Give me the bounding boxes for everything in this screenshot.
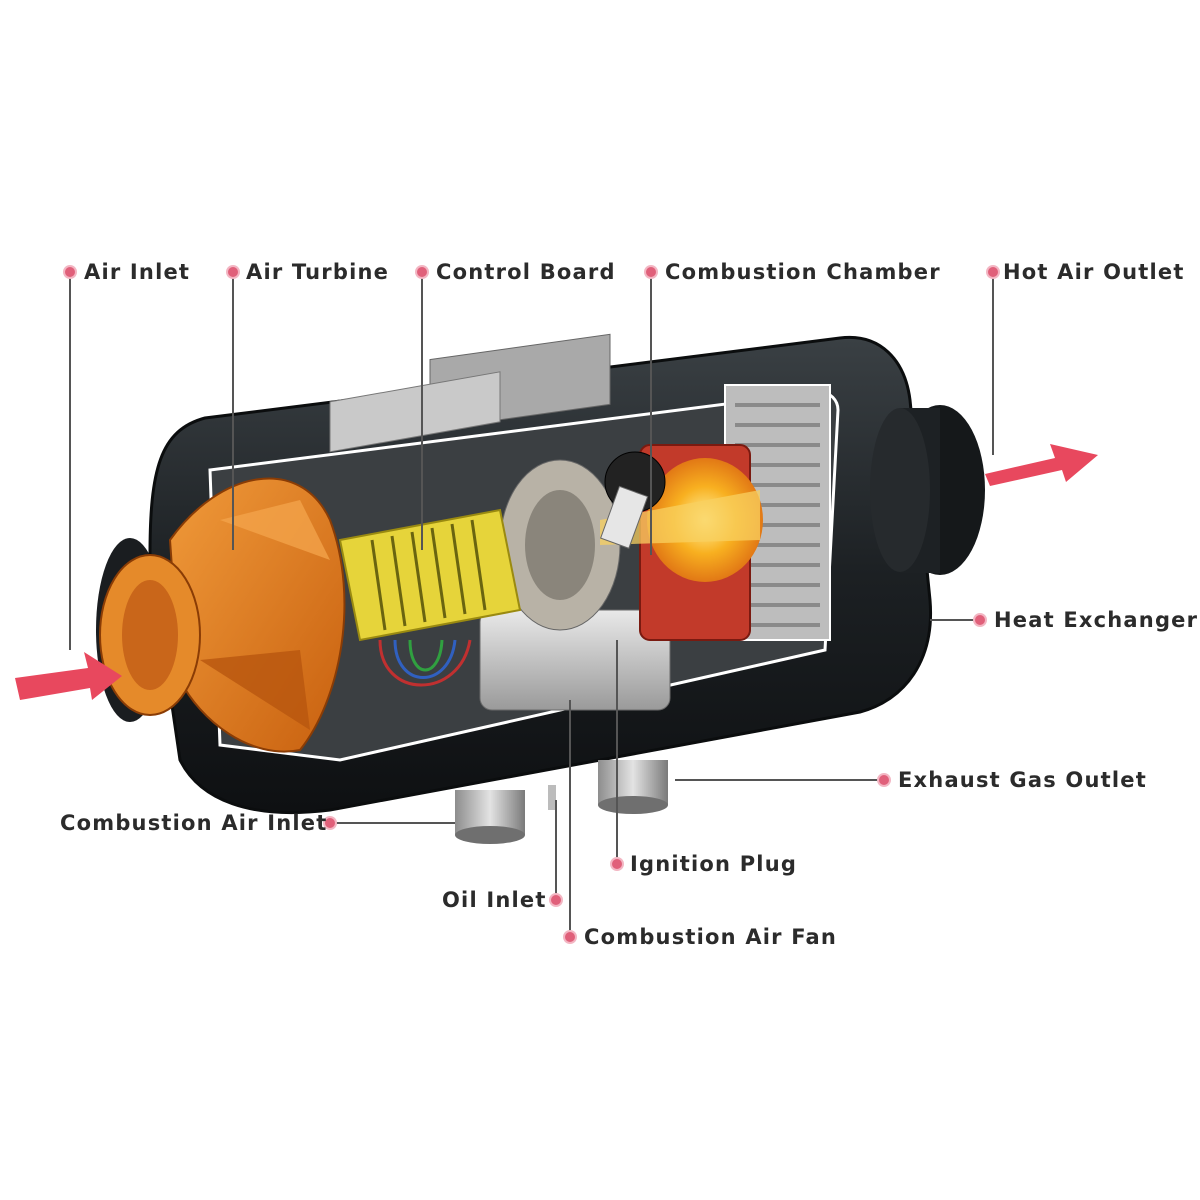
outlet-arrow xyxy=(985,444,1098,486)
air-turbine-part xyxy=(99,477,346,753)
combustion-chamber-part xyxy=(600,444,763,641)
label-air-turbine: Air Turbine xyxy=(246,260,390,284)
label-oil-inlet: Oil Inlet xyxy=(442,888,547,912)
label-heat-exchanger: Heat Exchanger xyxy=(994,608,1199,632)
leader-lines xyxy=(69,272,994,937)
label-combustion-air-inlet: Combustion Air Inlet xyxy=(60,811,328,835)
label-ignition-plug: Ignition Plug xyxy=(630,852,798,876)
label-air-inlet: Air Inlet xyxy=(84,260,191,284)
marker-dots xyxy=(63,265,1000,944)
label-exhaust-gas-outlet: Exhaust Gas Outlet xyxy=(898,768,1147,792)
label-control-board: Control Board xyxy=(436,260,616,284)
label-combustion-air-fan: Combustion Air Fan xyxy=(584,925,838,949)
label-hot-air-outlet: Hot Air Outlet xyxy=(1003,260,1185,284)
label-combustion-chamber: Combustion Chamber xyxy=(665,260,941,284)
control-board-part xyxy=(329,371,522,687)
bottom-pipes xyxy=(455,760,668,844)
inlet-arrow xyxy=(15,652,122,700)
